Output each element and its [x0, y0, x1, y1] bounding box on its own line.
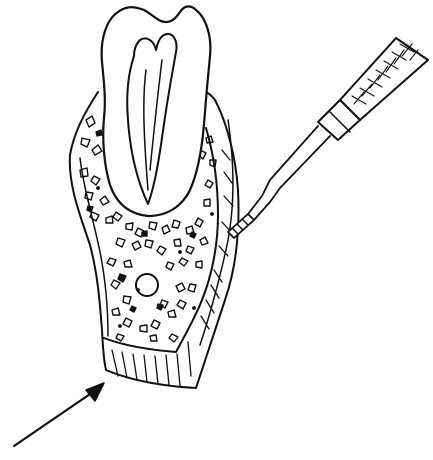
pointer-arrow: [14, 383, 104, 446]
probe-shank-2: [254, 136, 330, 220]
probe-instrument: [228, 38, 428, 238]
probe-handle: [340, 38, 428, 120]
arrow-head: [86, 383, 104, 401]
probe-shank: [248, 126, 318, 214]
tooth: [102, 6, 211, 216]
marrow-space: [136, 274, 158, 296]
cortical-line-left: [80, 158, 108, 336]
